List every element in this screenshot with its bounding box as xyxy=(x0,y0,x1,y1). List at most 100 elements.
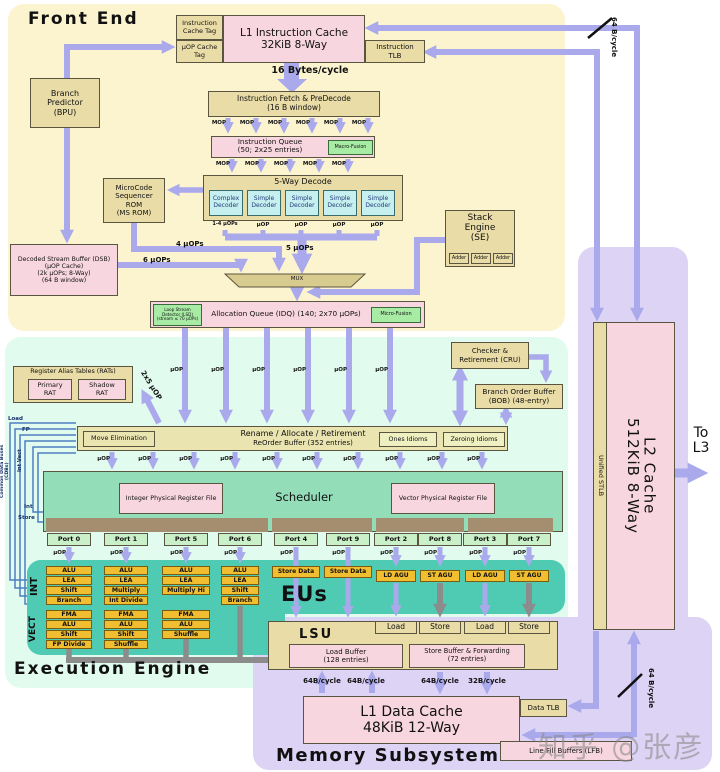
uop-label: μOP xyxy=(370,222,384,228)
uop-label: μOP xyxy=(513,550,526,556)
eu-unit: Branch xyxy=(46,596,92,605)
cdb-buses-label: Common Data Buses (CDBs) xyxy=(0,444,11,498)
l1-instruction-cache-box: L1 Instruction Cache 32KiB 8-Way xyxy=(223,15,365,63)
eu-unit: Shift xyxy=(221,586,259,595)
idq-box: Loop Stream Detector (LSD) (stream ≤ 70 … xyxy=(150,301,425,328)
uop-label: μOP xyxy=(179,456,192,462)
port-box: Port 4 xyxy=(274,533,318,546)
idq-label: Allocation Queue (IDQ) (140; 2x70 μOPs) xyxy=(211,309,361,318)
ones-idioms-box: Ones Idioms xyxy=(379,432,437,447)
eu-unit: LEA xyxy=(104,576,148,585)
port-strip xyxy=(468,518,553,532)
instruction-tlb-box: Instruction TLB xyxy=(365,40,425,63)
store-data-box: Store Data xyxy=(324,566,372,578)
shadow-rat-box: Shadow RAT xyxy=(78,379,126,400)
port-box: Port 9 xyxy=(326,533,370,546)
mop-label: MOP xyxy=(273,161,288,167)
rats-box: Register Alias Tables (RATs) Primary RAT… xyxy=(13,366,133,403)
mop-label: MOP xyxy=(351,120,366,126)
load-port-box: Load xyxy=(464,621,506,634)
bw-label: 32B/cycle xyxy=(468,677,506,685)
eu-unit: Multiply Hi xyxy=(162,586,210,595)
scheduler-label: Scheduler xyxy=(275,490,333,504)
uops-4-label: 4 μOPs xyxy=(176,240,204,248)
port-strip xyxy=(376,518,464,532)
bob-box: Branch Order Buffer (BOB) (48-entry) xyxy=(475,384,563,409)
lsu-label: LSU xyxy=(299,627,334,642)
eu-unit: ALU xyxy=(46,620,92,629)
eu-unit: ALU xyxy=(104,620,148,629)
uops-6-label: 6 μOPs xyxy=(143,256,171,264)
uop-label: μOP xyxy=(170,367,183,373)
uop-label: μOP xyxy=(280,550,293,556)
simple-decoder-box: Simple Decoder xyxy=(361,190,395,216)
fetch-predecode-box: Instruction Fetch & PreDecode (16 B wind… xyxy=(208,91,380,117)
port-box: Port 0 xyxy=(47,533,91,546)
eu-unit: FP Divide xyxy=(46,640,92,649)
uops-5-label: 5 μOPs xyxy=(286,244,314,252)
zeroing-idioms-box: Zeroing Idioms xyxy=(443,432,505,447)
instruction-cache-tag-box: Instruction Cache Tag xyxy=(176,15,223,40)
port-box: Port 7 xyxy=(507,533,551,546)
unified-stlb-label: Unified STLB xyxy=(597,455,606,497)
eu-unit: LEA xyxy=(162,576,210,585)
ms-rom-box: MicroCode Sequencer ROM (MS ROM) xyxy=(103,178,165,223)
instruction-queue-box: Instruction Queue (50; 2x25 entries) Mac… xyxy=(211,136,375,158)
mop-label: MOP xyxy=(267,120,282,126)
simple-decoder-box: Simple Decoder xyxy=(285,190,319,216)
bw-64-bottom-label: 64 B/cycle xyxy=(646,667,655,709)
l2-cache-label: L2 Cache 512KiB 8-Way xyxy=(624,418,659,534)
uop-label: μOP xyxy=(53,550,66,556)
eu-unit: Shift xyxy=(46,630,92,639)
lsd-box: Loop Stream Detector (LSD) (stream ≤ 70 … xyxy=(153,304,202,326)
decode-title: 5-Way Decode xyxy=(274,177,332,186)
eu-unit: Int Divide xyxy=(104,596,148,605)
eu-unit: Shift xyxy=(46,586,92,595)
l1-data-cache-box: L1 Data Cache 48KiB 12-Way xyxy=(303,696,520,744)
uop-label: μOP xyxy=(385,456,398,462)
eu-unit: LEA xyxy=(46,576,92,585)
uop-label: μOP xyxy=(110,550,123,556)
port-box: Port 6 xyxy=(218,533,262,546)
cdb-int-vect-label: Int Vect xyxy=(17,449,23,473)
cdb-int-label: Int xyxy=(24,504,33,510)
port-box: Port 2 xyxy=(374,533,418,546)
branch-predictor-box: Branch Predictor (BPU) xyxy=(30,78,100,128)
macro-fusion-box: Macro-Fusion xyxy=(328,140,373,155)
integer-prf-box: Integer Physical Register File xyxy=(119,483,223,514)
uop-label: μOP xyxy=(252,367,265,373)
adder-box: Adder xyxy=(493,253,513,264)
mop-label: MOP xyxy=(295,120,310,126)
uop-label: μOP xyxy=(224,550,237,556)
vector-prf-box: Vector Physical Register File xyxy=(391,483,495,514)
eu-unit: ALU xyxy=(46,566,92,575)
uop-label: μOP xyxy=(469,550,482,556)
bw-64-top-label: 64 B/cycle xyxy=(609,16,618,58)
eu-unit: ALU xyxy=(162,620,210,629)
store-port-box: Store xyxy=(508,621,550,634)
uop-label: μOP xyxy=(427,456,440,462)
watermark: 知乎 @张彦飞 xyxy=(538,730,705,764)
data-tlb-box: Data TLB xyxy=(520,699,567,717)
uop-label: μOP xyxy=(256,222,270,228)
eu-unit: Shuffle xyxy=(104,640,148,649)
store-buffer-box: Store Buffer & Forwarding (72 entries) xyxy=(409,644,525,668)
uop-label: μOP xyxy=(332,550,345,556)
bw-label: 64B/cycle xyxy=(347,677,385,685)
memory-subsystem-title: Memory Subsystem xyxy=(276,745,500,766)
uop-label: μOP xyxy=(302,456,315,462)
agu-box: ST AGU xyxy=(509,570,549,582)
mop-label: MOP xyxy=(244,161,259,167)
uop-label: μOP xyxy=(343,456,356,462)
instruction-queue-label: Instruction Queue (50; 2x25 entries) xyxy=(237,137,303,154)
mop-label: MOP xyxy=(331,161,346,167)
eu-unit: FMA xyxy=(104,610,148,619)
mop-label: MOP xyxy=(215,161,230,167)
uop-label: μOP xyxy=(170,550,183,556)
micro-fusion-box: Micro-Fusion xyxy=(371,307,421,323)
load-buffer-box: Load Buffer (128 entries) xyxy=(289,644,403,668)
store-data-box: Store Data xyxy=(272,566,320,578)
uop-label: μOP xyxy=(220,456,233,462)
uop-label: μOP xyxy=(375,367,388,373)
